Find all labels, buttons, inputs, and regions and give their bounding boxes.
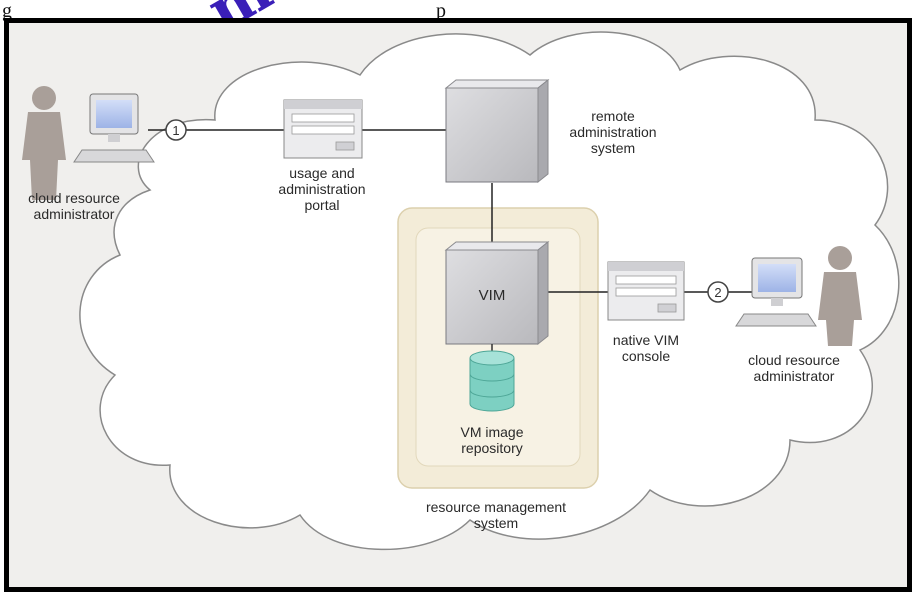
svg-text:1: 1 bbox=[172, 123, 179, 138]
label-remote-admin: remote administration system bbox=[569, 108, 657, 156]
label-admin-right: cloud resource administrator bbox=[748, 352, 840, 384]
server-box-icon bbox=[444, 78, 550, 184]
person-icon-right bbox=[818, 246, 862, 346]
figure-caption: g p bbox=[0, 0, 920, 24]
label-repo: VM image repository bbox=[460, 424, 524, 456]
computer-monitor-icon bbox=[73, 93, 155, 163]
label-rms: resource management system bbox=[425, 499, 567, 531]
database-icon bbox=[469, 344, 515, 412]
svg-text:2: 2 bbox=[714, 285, 721, 300]
caption-left-text: g bbox=[2, 0, 12, 22]
label-portal: usage and administration portal bbox=[278, 165, 366, 213]
label-native-console: native VIM console bbox=[612, 332, 680, 364]
vim-server-box bbox=[444, 240, 550, 346]
label-vim: VIM bbox=[478, 287, 506, 304]
step-2-badge: 2 bbox=[707, 281, 729, 303]
web-form-icon bbox=[283, 99, 363, 159]
computer-monitor-icon-right bbox=[735, 257, 817, 327]
person-icon bbox=[22, 86, 66, 200]
native-console-form-icon bbox=[607, 261, 685, 321]
caption-right-text: p bbox=[436, 0, 446, 22]
label-admin-left: cloud resource administrator bbox=[28, 190, 120, 222]
step-1-badge: 1 bbox=[165, 119, 187, 141]
